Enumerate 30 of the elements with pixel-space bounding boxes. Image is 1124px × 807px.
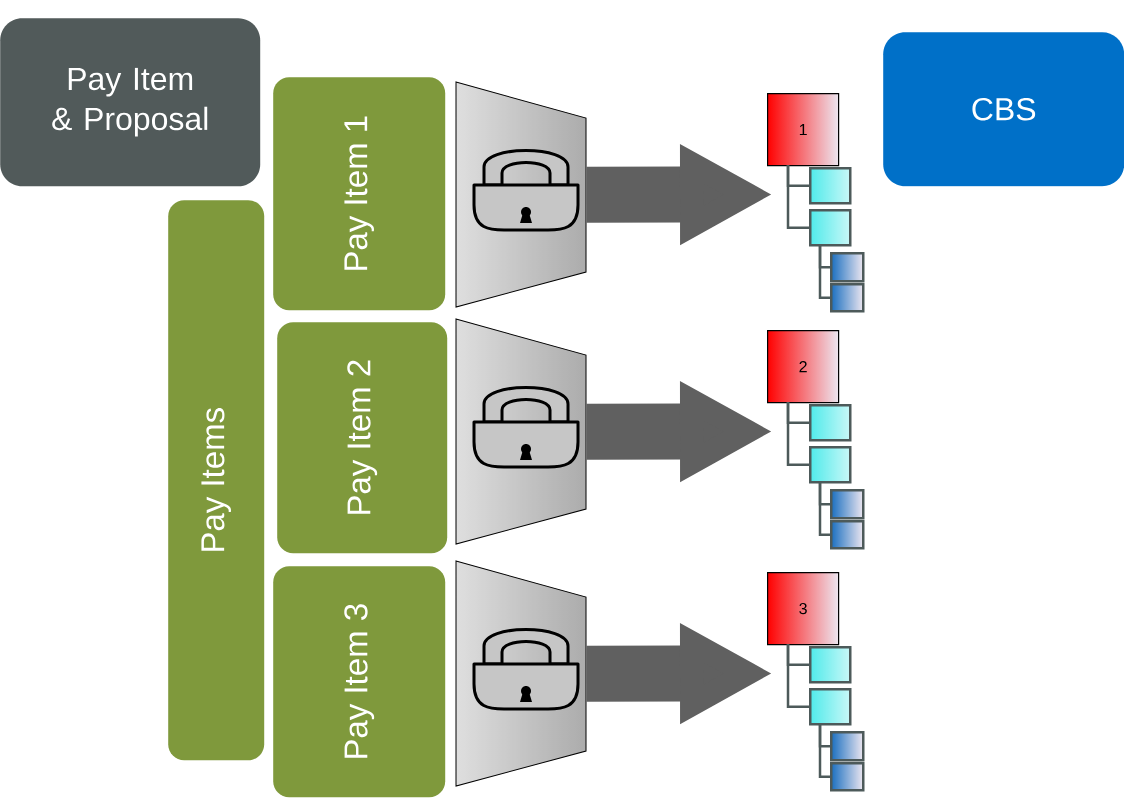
lock-funnel-drawing — [455, 318, 587, 545]
tree-box — [830, 283, 865, 313]
tree-box — [809, 446, 852, 484]
tree-connector — [818, 481, 830, 536]
root-box: 1 — [767, 93, 840, 167]
label-box: CBS — [883, 32, 1124, 187]
tree-connector — [786, 644, 809, 708]
label-box: Pay Item & Proposal — [0, 18, 261, 187]
tree-box — [830, 252, 865, 283]
lock-funnel-drawing — [455, 81, 587, 308]
tree-box — [830, 762, 865, 792]
pay-item-box: Pay Item 2 — [277, 322, 448, 554]
tree-connector — [818, 244, 830, 299]
tree-box — [809, 688, 852, 726]
lock-funnel-drawing — [455, 560, 587, 787]
pay-item-box: Pay Item 1 — [273, 77, 446, 311]
tree-connector — [786, 165, 809, 229]
tree-box — [830, 489, 865, 520]
tree-box — [809, 646, 852, 684]
tree-box — [830, 731, 865, 762]
pay-item-box: Pay Items — [168, 200, 265, 761]
tree-box — [809, 167, 852, 205]
tree-box — [809, 404, 852, 442]
root-box: 3 — [767, 572, 840, 646]
tree-connector — [786, 402, 809, 466]
root-box: 2 — [767, 330, 840, 404]
tree-connector — [818, 723, 830, 778]
pay-item-box: Pay Item 3 — [273, 566, 446, 798]
tree-box — [809, 209, 852, 247]
tree-box — [830, 520, 865, 550]
